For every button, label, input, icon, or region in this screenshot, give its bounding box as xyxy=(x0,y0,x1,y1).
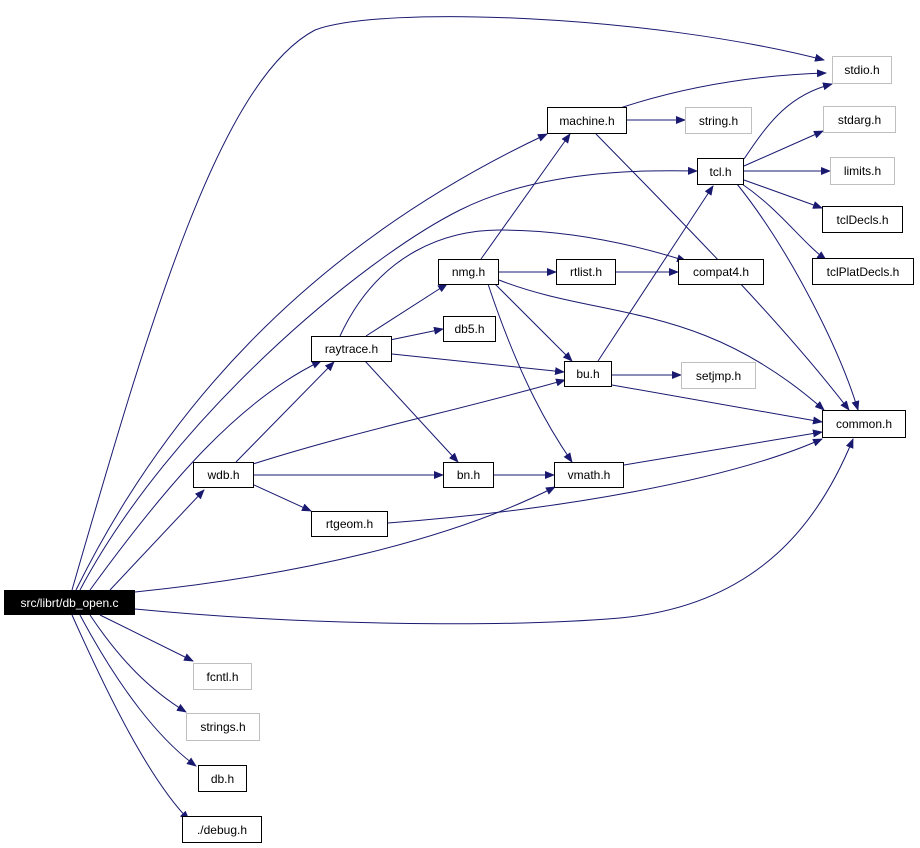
node-tcldecls-h[interactable]: tclDecls.h xyxy=(822,206,903,233)
node-compat4-h[interactable]: compat4.h xyxy=(678,259,764,285)
node-nmg-h[interactable]: nmg.h xyxy=(438,259,499,285)
node-bu-h[interactable]: bu.h xyxy=(564,361,612,387)
edge-tcl-common xyxy=(736,183,860,411)
edge-db_open-vmath xyxy=(134,486,556,593)
node-db-open-c[interactable]: src/librt/db_open.c xyxy=(4,590,135,615)
edge-db_open-tcl xyxy=(79,166,698,591)
edge-db_open-common xyxy=(134,438,854,625)
edge-nmg-vmath xyxy=(487,283,573,463)
node-setjmp-h[interactable]: setjmp.h xyxy=(681,362,756,389)
edge-db_open-machine xyxy=(75,133,548,591)
edge-db_open-stdio xyxy=(71,16,825,591)
edge-raytrace-db5 xyxy=(389,326,444,341)
edge-wdb-bu xyxy=(252,378,566,465)
edge-tcl-tclPlatDecls xyxy=(741,183,827,261)
node-limits-h[interactable]: limits.h xyxy=(830,157,895,185)
node-machine-h[interactable]: machine.h xyxy=(547,107,627,134)
node-vmath-h[interactable]: vmath.h xyxy=(554,462,624,488)
edge-bu-common xyxy=(611,384,823,425)
node-stdarg-h[interactable]: stdarg.h xyxy=(823,106,896,133)
edge-tcl-stdarg xyxy=(743,130,824,167)
node-common-h[interactable]: common.h xyxy=(822,410,906,438)
edge-nmg-bu xyxy=(494,283,573,362)
node-rtgeom-h[interactable]: rtgeom.h xyxy=(311,511,388,537)
edge-vmath-common xyxy=(623,429,823,466)
edge-db_open-wdb xyxy=(109,489,205,591)
node-raytrace-h[interactable]: raytrace.h xyxy=(311,336,392,362)
node-fcntl-h[interactable]: fcntl.h xyxy=(193,663,252,690)
edge-raytrace-compat4 xyxy=(339,229,687,337)
node-wdb-h[interactable]: wdb.h xyxy=(193,462,254,488)
node-strings-h[interactable]: strings.h xyxy=(186,713,260,741)
edge-machine-stdio xyxy=(619,69,827,109)
edge-bu-tcl xyxy=(597,185,714,362)
edge-db_open-raytrace xyxy=(89,360,322,591)
edge-tcl-tclDecls xyxy=(743,179,823,209)
edge-db_open-strings xyxy=(89,614,187,713)
edge-db_open-db xyxy=(79,614,197,767)
edge-db_open-debug xyxy=(71,614,190,821)
node-rtlist-h[interactable]: rtlist.h xyxy=(556,259,616,285)
node-tclplatdecls-h[interactable]: tclPlatDecls.h xyxy=(812,258,914,285)
node-debug-h[interactable]: ./debug.h xyxy=(182,816,262,843)
node-db-h[interactable]: db.h xyxy=(198,765,247,792)
node-tcl-h[interactable]: tcl.h xyxy=(697,158,744,185)
node-string-h[interactable]: string.h xyxy=(685,107,752,134)
edge-nmg-machine xyxy=(480,133,571,260)
edge-raytrace-bn xyxy=(364,360,459,463)
edge-nmg-common xyxy=(498,279,825,411)
edge-raytrace-bu xyxy=(391,353,565,376)
edge-wdb-rtgeom xyxy=(253,484,312,512)
node-stdio-h[interactable]: stdio.h xyxy=(832,56,892,84)
edge-rtgeom-common xyxy=(387,438,823,524)
edge-raytrace-nmg xyxy=(365,283,448,337)
node-db5-h[interactable]: db5.h xyxy=(443,316,496,342)
edge-tcl-stdio xyxy=(743,82,833,160)
node-bn-h[interactable]: bn.h xyxy=(443,462,494,488)
edge-wdb-raytrace xyxy=(235,361,335,463)
edge-db_open-fcntl xyxy=(99,614,194,662)
